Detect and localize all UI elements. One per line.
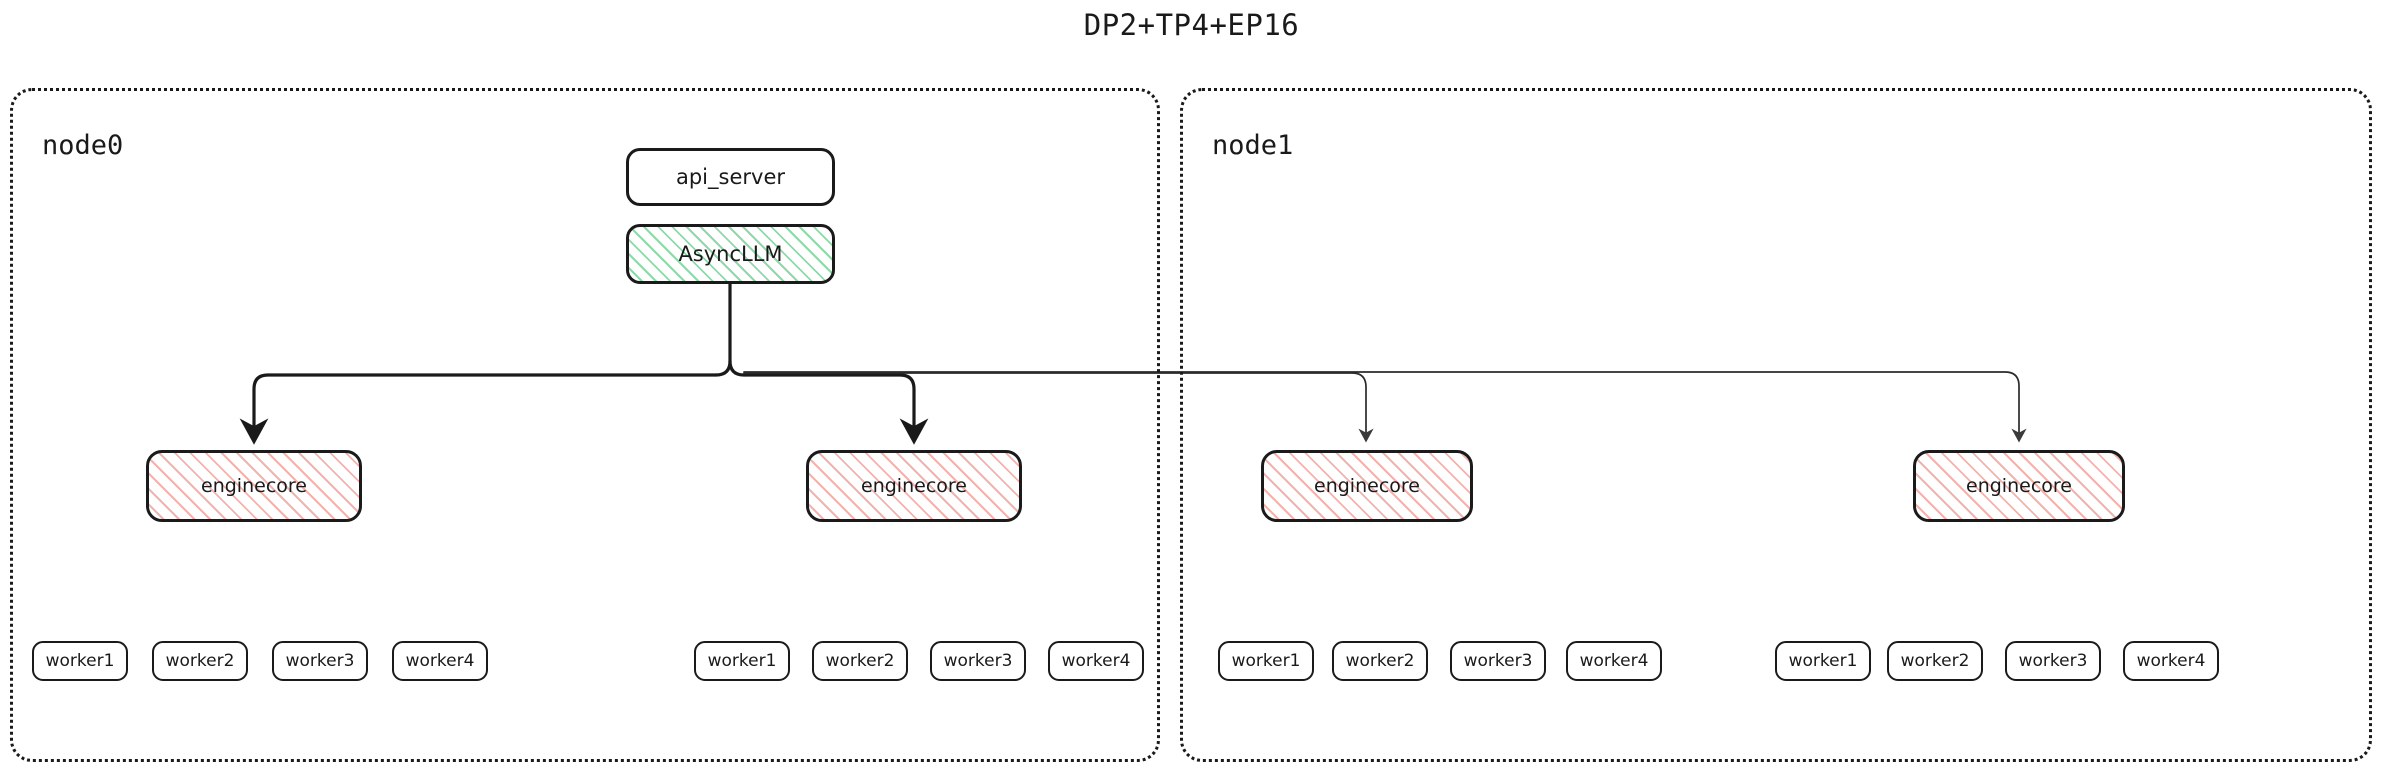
node-container-node0 <box>10 88 1160 762</box>
worker-box[interactable]: worker2 <box>1887 641 1983 681</box>
enginecore-box[interactable]: enginecore <box>1261 450 1473 522</box>
worker-box[interactable]: worker3 <box>272 641 368 681</box>
node-label-node0: node0 <box>42 130 124 161</box>
worker-box[interactable]: worker2 <box>152 641 248 681</box>
worker-box[interactable]: worker2 <box>1332 641 1428 681</box>
enginecore-box[interactable]: enginecore <box>806 450 1022 522</box>
worker-box[interactable]: worker4 <box>1566 641 1662 681</box>
enginecore-box[interactable]: enginecore <box>1913 450 2125 522</box>
page-title: DP2+TP4+EP16 <box>1083 8 1300 42</box>
worker-box[interactable]: worker1 <box>32 641 128 681</box>
worker-box[interactable]: worker1 <box>694 641 790 681</box>
worker-box[interactable]: worker3 <box>930 641 1026 681</box>
worker-box[interactable]: worker3 <box>2005 641 2101 681</box>
worker-box[interactable]: worker1 <box>1775 641 1871 681</box>
worker-box[interactable]: worker3 <box>1450 641 1546 681</box>
worker-box[interactable]: worker2 <box>812 641 908 681</box>
worker-box[interactable]: worker1 <box>1218 641 1314 681</box>
worker-box[interactable]: worker4 <box>2123 641 2219 681</box>
async-llm-box[interactable]: AsyncLLM <box>626 224 835 284</box>
node-label-node1: node1 <box>1212 130 1294 161</box>
enginecore-box[interactable]: enginecore <box>146 450 362 522</box>
node-container-node1 <box>1180 88 2372 762</box>
worker-box[interactable]: worker4 <box>1048 641 1144 681</box>
worker-box[interactable]: worker4 <box>392 641 488 681</box>
api-server-box[interactable]: api_server <box>626 148 835 206</box>
